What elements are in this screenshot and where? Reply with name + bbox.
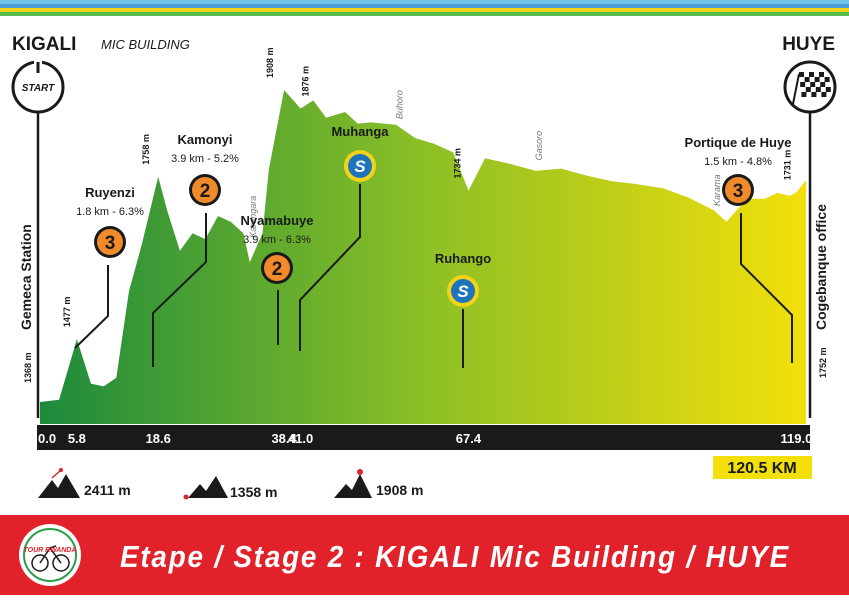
x-tick-label: 18.6	[146, 431, 171, 446]
mountain-peak-icon	[334, 469, 372, 498]
leader-line	[152, 213, 207, 367]
header-stripe	[0, 12, 849, 16]
annotation-name: Nyamabuye	[241, 213, 314, 228]
x-tick-label: 67.4	[456, 431, 482, 446]
finish-point-elevation: 1752 m	[818, 347, 828, 378]
elevation-profile-area	[40, 90, 806, 424]
finish-point-name: Cogebanque office	[813, 204, 829, 330]
climb-category-label: 3	[105, 233, 116, 254]
annotation-detail: 1.5 km - 4.8%	[704, 156, 772, 168]
annotation-name: Muhanga	[331, 124, 389, 139]
annotation-detail: 3.9 km - 6.3%	[243, 234, 311, 246]
tour-rwanda-logo: TOUR RWANDA	[19, 524, 81, 586]
point-elevation-label: 1731 m	[783, 150, 793, 181]
header-stripe	[0, 8, 849, 12]
point-elevation-label: 1876 m	[301, 66, 311, 97]
logo-text: TOUR RWANDA	[23, 547, 76, 554]
start-city: KIGALI	[12, 34, 76, 55]
climb-category-icon-inner	[725, 177, 751, 203]
descent-total-value: 1358 m	[230, 484, 277, 500]
point-elevation-label: 1477 m	[62, 297, 72, 328]
start-icon: START	[11, 60, 65, 114]
mountain-up-icon	[38, 468, 80, 498]
annotation-name: Ruhango	[435, 251, 491, 266]
start-badge-label: START	[22, 83, 55, 94]
total-distance: 120.5 KM	[727, 460, 796, 477]
stage-title: Etape / Stage 2 : KIGALI Mic Building / …	[120, 539, 790, 574]
start-venue: MIC BUILDING	[101, 37, 190, 52]
distance-axis	[37, 425, 810, 450]
mountain-down-icon	[183, 476, 228, 500]
sprint-badge-label: S	[354, 157, 366, 176]
start-point-name: Gemeca Station	[18, 224, 34, 330]
area-name-label: Gasoro	[534, 131, 544, 161]
x-tick-label: 119.0	[781, 431, 813, 446]
point-elevation-label: 1758 m	[141, 134, 151, 165]
point-elevation-label: 1734 m	[453, 148, 463, 179]
climb-category-label: 3	[733, 181, 744, 202]
leader-line	[740, 213, 793, 363]
climb-category-icon-inner	[192, 177, 218, 203]
area-name-label: Buhoro	[394, 90, 404, 119]
climb-category-icon-inner	[264, 255, 290, 281]
sprint-icon-inner	[451, 279, 475, 303]
x-tick-label: 38.4	[271, 431, 297, 446]
header-stripe	[0, 4, 849, 8]
sprint-badge-label: S	[457, 282, 469, 301]
annotation-name: Ruyenzi	[85, 185, 135, 200]
area-name-label: Karengara	[248, 196, 258, 238]
highest-point-value: 1908 m	[376, 482, 423, 498]
climb-total-value: 2411 m	[84, 482, 131, 498]
leader-line	[74, 265, 109, 349]
header-stripes	[0, 0, 849, 16]
header-stripe	[0, 0, 849, 4]
annotation-name: Kamonyi	[178, 132, 233, 147]
climb-category-label: 2	[200, 181, 211, 202]
climb-category-label: 2	[272, 259, 283, 280]
x-tick-label: 5.8	[68, 431, 86, 446]
total-distance-box	[713, 456, 812, 479]
finish-city: HUYE	[782, 34, 835, 55]
annotation-detail: 1.8 km - 6.3%	[76, 206, 144, 218]
annotation-name: Portique de Huye	[685, 135, 792, 150]
point-elevation-label: 1908 m	[265, 47, 275, 78]
annotation-detail: 3.9 km - 5.2%	[171, 153, 239, 165]
x-tick-label: 0.0	[38, 431, 56, 446]
footer-band	[0, 515, 849, 595]
leader-line	[299, 184, 361, 351]
area-name-label: Karama	[712, 174, 722, 206]
start-point-elevation: 1368 m	[23, 352, 33, 383]
finish-flag-icon	[783, 60, 837, 114]
climb-category-icon-inner	[97, 229, 123, 255]
x-tick-label: 41.0	[288, 431, 313, 446]
sprint-icon-inner	[348, 154, 372, 178]
